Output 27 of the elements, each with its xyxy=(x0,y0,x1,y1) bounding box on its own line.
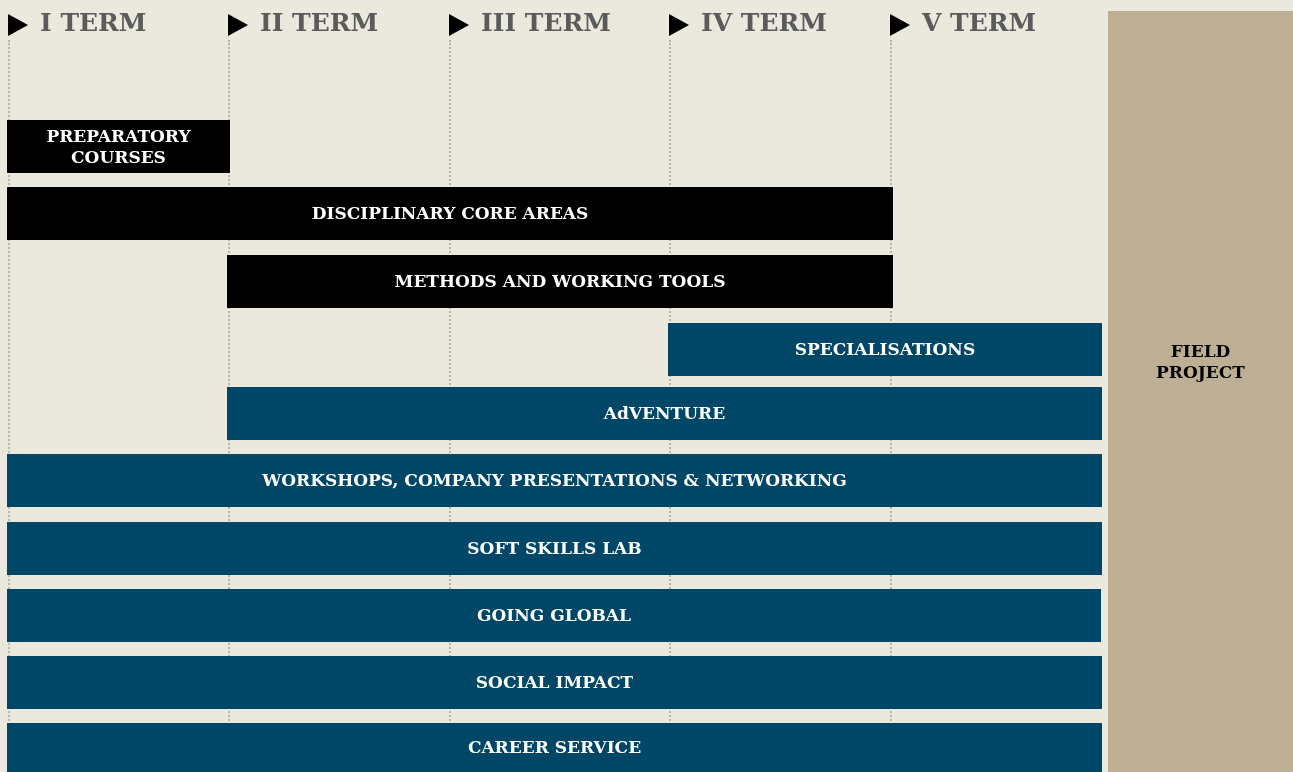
course-bar xyxy=(227,255,893,308)
course-bar xyxy=(7,656,1102,709)
bar-label: SPECIALISATIONS xyxy=(794,339,976,360)
bar-label: FIELD PROJECT xyxy=(1155,341,1246,383)
bar-label: METHODS AND WORKING TOOLS xyxy=(394,271,726,292)
course-bar xyxy=(7,454,1102,507)
bar-label: GOING GLOBAL xyxy=(476,605,631,626)
course-bar xyxy=(7,120,230,173)
term-heading: IV TERM xyxy=(701,8,827,37)
course-bar xyxy=(668,323,1102,376)
bar-label: DISCIPLINARY CORE AREAS xyxy=(311,203,589,224)
course-bar xyxy=(7,187,893,240)
term-heading: III TERM xyxy=(481,8,611,37)
term-heading: I TERM xyxy=(40,8,147,37)
bar-label: WORKSHOPS, COMPANY PRESENTATIONS & NETWORKING xyxy=(262,470,847,491)
project-column xyxy=(1108,11,1293,772)
bar-label: AdVENTURE xyxy=(603,403,726,424)
course-bar xyxy=(7,723,1102,772)
bar-label: SOFT SKILLS LAB xyxy=(467,538,642,559)
bar-label: PREPARATORY COURSES xyxy=(45,125,192,168)
course-bar xyxy=(227,387,1102,440)
term-heading: II TERM xyxy=(260,8,379,37)
term-heading: V TERM xyxy=(922,8,1037,37)
bar-label: SOCIAL IMPACT xyxy=(475,672,634,693)
course-bar xyxy=(7,522,1102,575)
bar-label: CAREER SERVICE xyxy=(467,737,642,758)
course-bar xyxy=(7,589,1101,642)
